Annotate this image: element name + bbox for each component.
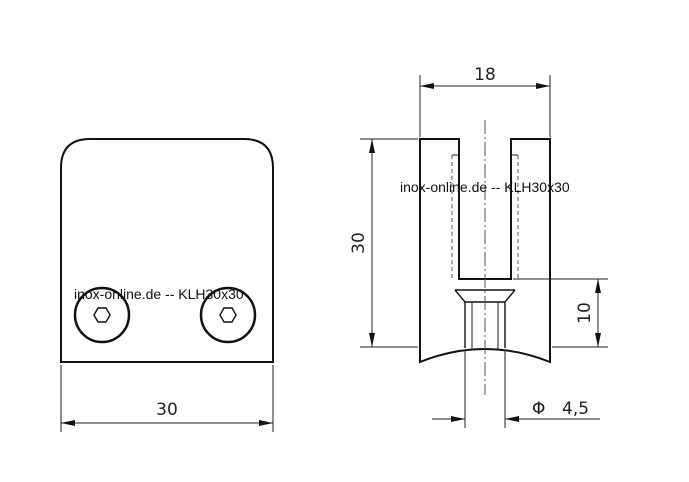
side-width-label: 18 [474, 65, 496, 85]
side-view: inox-online.de -- KLH30x30 18 30 1 [349, 65, 608, 428]
side-depth-label: 10 [575, 302, 595, 324]
front-width-label: 30 [156, 400, 178, 420]
hex-socket-icon [219, 307, 237, 323]
side-depth-dimension: 10 [513, 278, 608, 348]
front-view: inox-online.de -- KLH30x30 30 [60, 138, 274, 432]
side-height-label: 30 [349, 232, 369, 254]
side-view-outline [419, 138, 551, 364]
right-screw [199, 286, 257, 344]
hex-socket-screw-icon [73, 286, 131, 344]
side-watermark: inox-online.de -- KLH30x30 [400, 179, 570, 195]
front-view-outline [60, 138, 274, 363]
diameter-symbol-icon: Φ [532, 399, 545, 419]
hex-socket-screw-icon [199, 286, 257, 344]
side-height-dimension: 30 [349, 138, 418, 348]
side-width-dimension: 18 [419, 65, 551, 137]
countersink [454, 289, 516, 348]
hole-diameter-dimension: Φ 4,5 [432, 350, 600, 428]
hole-diameter-label: 4,5 [562, 399, 589, 419]
front-width-dimension: 30 [60, 365, 274, 432]
left-screw [73, 286, 131, 344]
front-watermark: inox-online.de -- KLH30x30 [74, 286, 244, 302]
hex-socket-icon [93, 307, 111, 323]
